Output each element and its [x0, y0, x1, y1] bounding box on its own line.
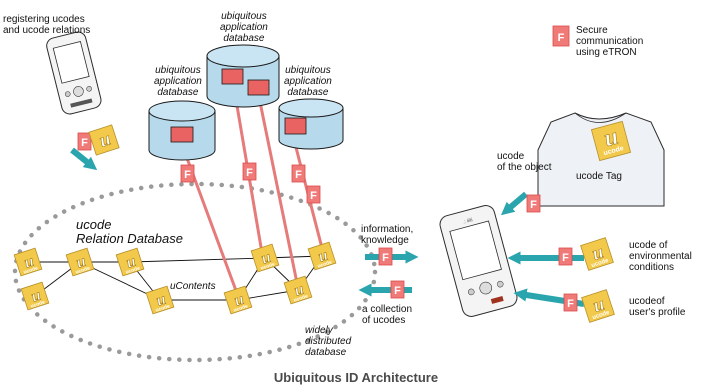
diagram-title: Ubiquitous ID Architecture	[273, 370, 439, 385]
svg-text:F: F	[382, 252, 389, 264]
relation-database-label: ucode Relation Database	[76, 217, 183, 246]
security-tag-icon: F	[242, 162, 257, 181]
svg-text:ucode: ucode	[591, 258, 610, 269]
secure-communication-label: Secure communication using eTRON	[576, 25, 644, 58]
ucode-tag-label: ucode Tag	[576, 171, 622, 182]
object-ucode-label: ucode of the object	[497, 151, 552, 173]
svg-text:ucode: ucode	[155, 303, 171, 313]
svg-text:ucode: ucode	[233, 303, 249, 313]
security-tag-icon: F	[552, 25, 570, 47]
ucode-tag-icon: u	[88, 124, 120, 156]
security-tag-icon: F	[378, 247, 393, 266]
relation-database-boundary	[12, 181, 378, 363]
collection-of-ucodes-label: a collection of ucodes	[362, 304, 413, 326]
svg-text:F: F	[567, 298, 574, 310]
information-knowledge-label: information, knowledge	[361, 224, 414, 246]
svg-text:ucode: ucode	[30, 299, 46, 309]
security-tag-icon: F	[563, 293, 578, 312]
security-tag-icon: F	[77, 132, 92, 151]
svg-text:F: F	[246, 167, 253, 179]
environmental-ucode-label: ucode of environmental conditions	[629, 240, 692, 273]
database-cylinder-left	[148, 100, 216, 161]
svg-text:ucode: ucode	[260, 261, 276, 271]
security-tag-icon: F	[390, 280, 405, 299]
ucontents-label: uContents	[170, 281, 216, 292]
svg-text:ucode: ucode	[125, 265, 141, 275]
svg-text:F: F	[394, 285, 401, 297]
handheld-device-reader: .: iiiii	[439, 205, 518, 317]
svg-text:ucode: ucode	[75, 265, 91, 275]
svg-text:F: F	[530, 199, 537, 211]
svg-text:ucode: ucode	[23, 265, 39, 275]
database-cylinder-right	[278, 98, 344, 150]
security-tag-icon: F	[180, 164, 195, 183]
svg-text:ucode: ucode	[317, 259, 333, 269]
distributed-database-label: widely distributed database	[305, 325, 352, 358]
handheld-device-registrar	[46, 31, 102, 115]
svg-text:F: F	[562, 252, 569, 264]
ubiquitous-db-label-left: ubiquitous application database	[154, 65, 202, 98]
ubiquitous-db-label-center: ubiquitous application database	[220, 11, 268, 44]
security-tag-icon: F	[291, 164, 306, 183]
security-tag-icon: F	[306, 185, 321, 204]
svg-text:.: iiiii: .: iiiii	[462, 217, 473, 225]
security-tag-icon: F	[526, 194, 541, 213]
ubiquitous-db-label-right: ubiquitous application database	[284, 65, 332, 98]
svg-text:F: F	[81, 137, 88, 149]
security-tag-icons: F F F F F F F F F F F	[77, 25, 578, 312]
database-cylinder-center	[206, 44, 280, 108]
svg-text:F: F	[310, 190, 317, 202]
user-profile-ucode-label: ucodeof user's profile	[629, 296, 686, 318]
security-tag-icon: F	[558, 247, 573, 266]
svg-text:F: F	[558, 32, 565, 44]
registering-label: registering ucodes and ucode relations	[3, 14, 91, 36]
svg-text:F: F	[184, 169, 191, 181]
svg-text:ucode: ucode	[592, 310, 611, 321]
svg-text:ucode: ucode	[293, 293, 309, 303]
svg-text:F: F	[295, 169, 302, 181]
